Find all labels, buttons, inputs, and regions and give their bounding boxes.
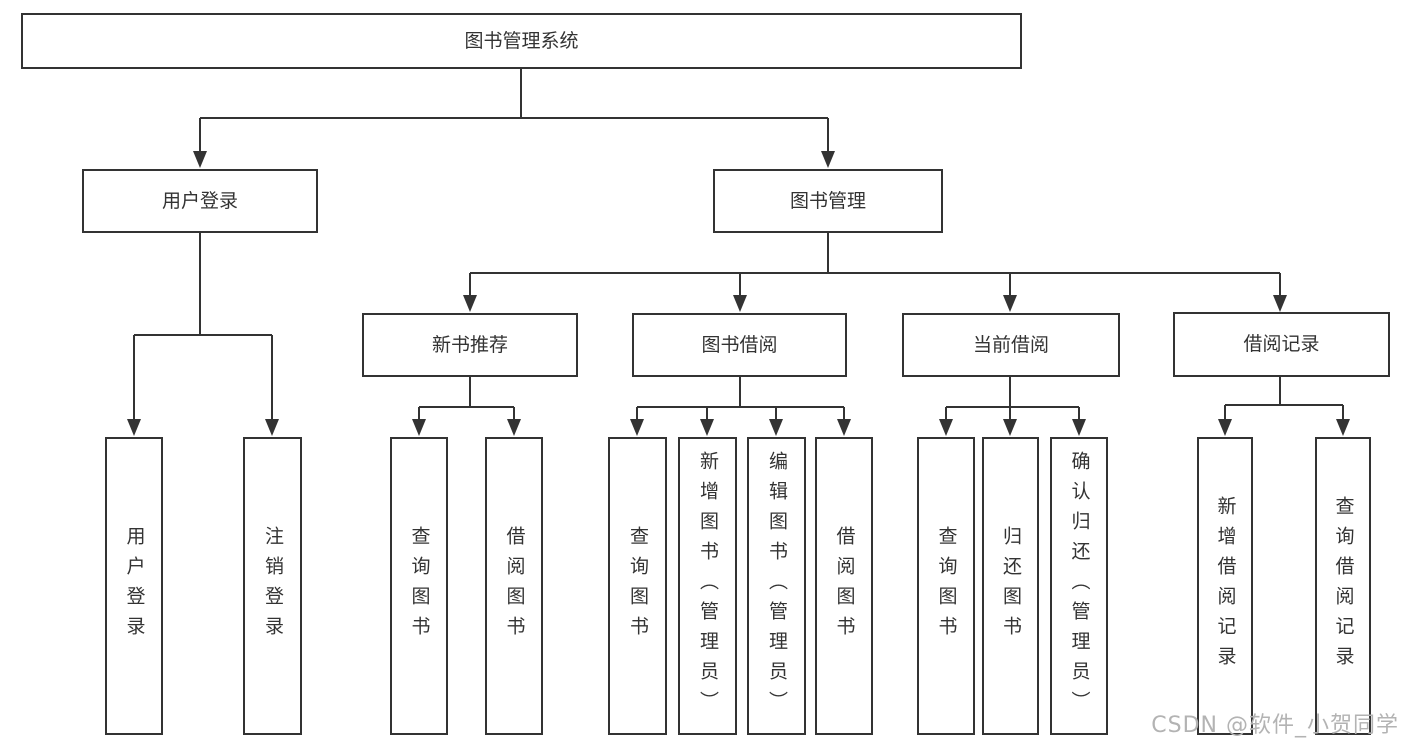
node-current-borrow: 当前借阅 [902, 313, 1120, 377]
arrowhead [412, 419, 426, 436]
leaf-add-borrow-record: 新增借阅记录 [1197, 437, 1253, 735]
node-label: 新增借阅记录 [1214, 496, 1237, 676]
arrowhead [463, 295, 477, 312]
leaf-logout: 注销登录 [243, 437, 302, 735]
node-label: 图书借阅 [701, 333, 778, 356]
node-label: 新增图书（管理员） [697, 451, 719, 721]
node-label: 编辑图书（管理员） [766, 451, 788, 721]
node-new-book-recommend: 新书推荐 [362, 313, 578, 377]
node-label: 借阅图书 [833, 526, 856, 646]
arrowhead [1072, 419, 1086, 436]
connector-borrow-records-children [1224, 377, 1344, 419]
leaf-borrow-books-recommend: 借阅图书 [485, 437, 543, 735]
node-label: 新书推荐 [431, 333, 508, 356]
node-label: 查询借阅记录 [1332, 496, 1355, 676]
node-library-management-system: 图书管理系统 [21, 13, 1022, 69]
node-label: 用户登录 [123, 526, 146, 646]
leaf-query-books-borrow: 查询图书 [608, 437, 667, 735]
arrowhead [1003, 295, 1017, 312]
arrowhead [265, 419, 279, 436]
node-label: 图书管理系统 [464, 29, 579, 52]
arrowhead [821, 151, 835, 168]
arrowhead [733, 295, 747, 312]
node-label: 查询图书 [935, 526, 958, 646]
leaf-confirm-return-admin: 确认归还（管理员） [1050, 437, 1108, 735]
connector-root-to-level2 [199, 69, 829, 151]
arrowhead [630, 419, 644, 436]
arrowhead [507, 419, 521, 436]
leaf-edit-book-admin: 编辑图书（管理员） [747, 437, 806, 735]
arrowhead [769, 419, 783, 436]
connector-book-management-children [469, 233, 1281, 295]
leaf-query-books-current: 查询图书 [917, 437, 975, 735]
leaf-add-book-admin: 新增图书（管理员） [678, 437, 737, 735]
node-label: 注销登录 [262, 526, 284, 646]
arrowhead [1273, 295, 1287, 312]
arrowhead [193, 151, 207, 168]
arrowhead [700, 419, 714, 436]
node-user-login: 用户登录 [82, 169, 318, 233]
node-borrow-records: 借阅记录 [1173, 312, 1390, 377]
connector-current-borrow-children [945, 377, 1080, 419]
node-label: 借阅记录 [1243, 333, 1320, 355]
node-label: 确认归还（管理员） [1068, 451, 1091, 721]
leaf-query-borrow-record: 查询借阅记录 [1315, 437, 1371, 735]
leaf-borrow-books: 借阅图书 [815, 437, 873, 735]
node-label: 图书管理 [789, 189, 866, 212]
node-label: 归还图书 [1000, 526, 1022, 646]
leaf-query-books-recommend: 查询图书 [390, 437, 448, 735]
node-book-management: 图书管理 [713, 169, 943, 233]
arrowhead [1218, 419, 1232, 436]
node-label: 查询图书 [627, 526, 649, 646]
leaf-return-book: 归还图书 [982, 437, 1039, 735]
node-book-borrow: 图书借阅 [632, 313, 847, 377]
connector-user-login-children [133, 233, 273, 419]
arrowhead [837, 419, 851, 436]
arrowhead [939, 419, 953, 436]
node-label: 查询图书 [408, 526, 431, 646]
arrowhead [1003, 419, 1017, 436]
connector-new-book-recommend-children [418, 377, 515, 419]
arrowhead [1336, 419, 1350, 436]
node-label: 当前借阅 [972, 333, 1049, 356]
node-label: 借阅图书 [503, 526, 526, 646]
arrowhead [127, 419, 141, 436]
leaf-user-login: 用户登录 [105, 437, 163, 735]
connector-book-borrow-children [636, 377, 845, 419]
node-label: 用户登录 [161, 189, 238, 212]
